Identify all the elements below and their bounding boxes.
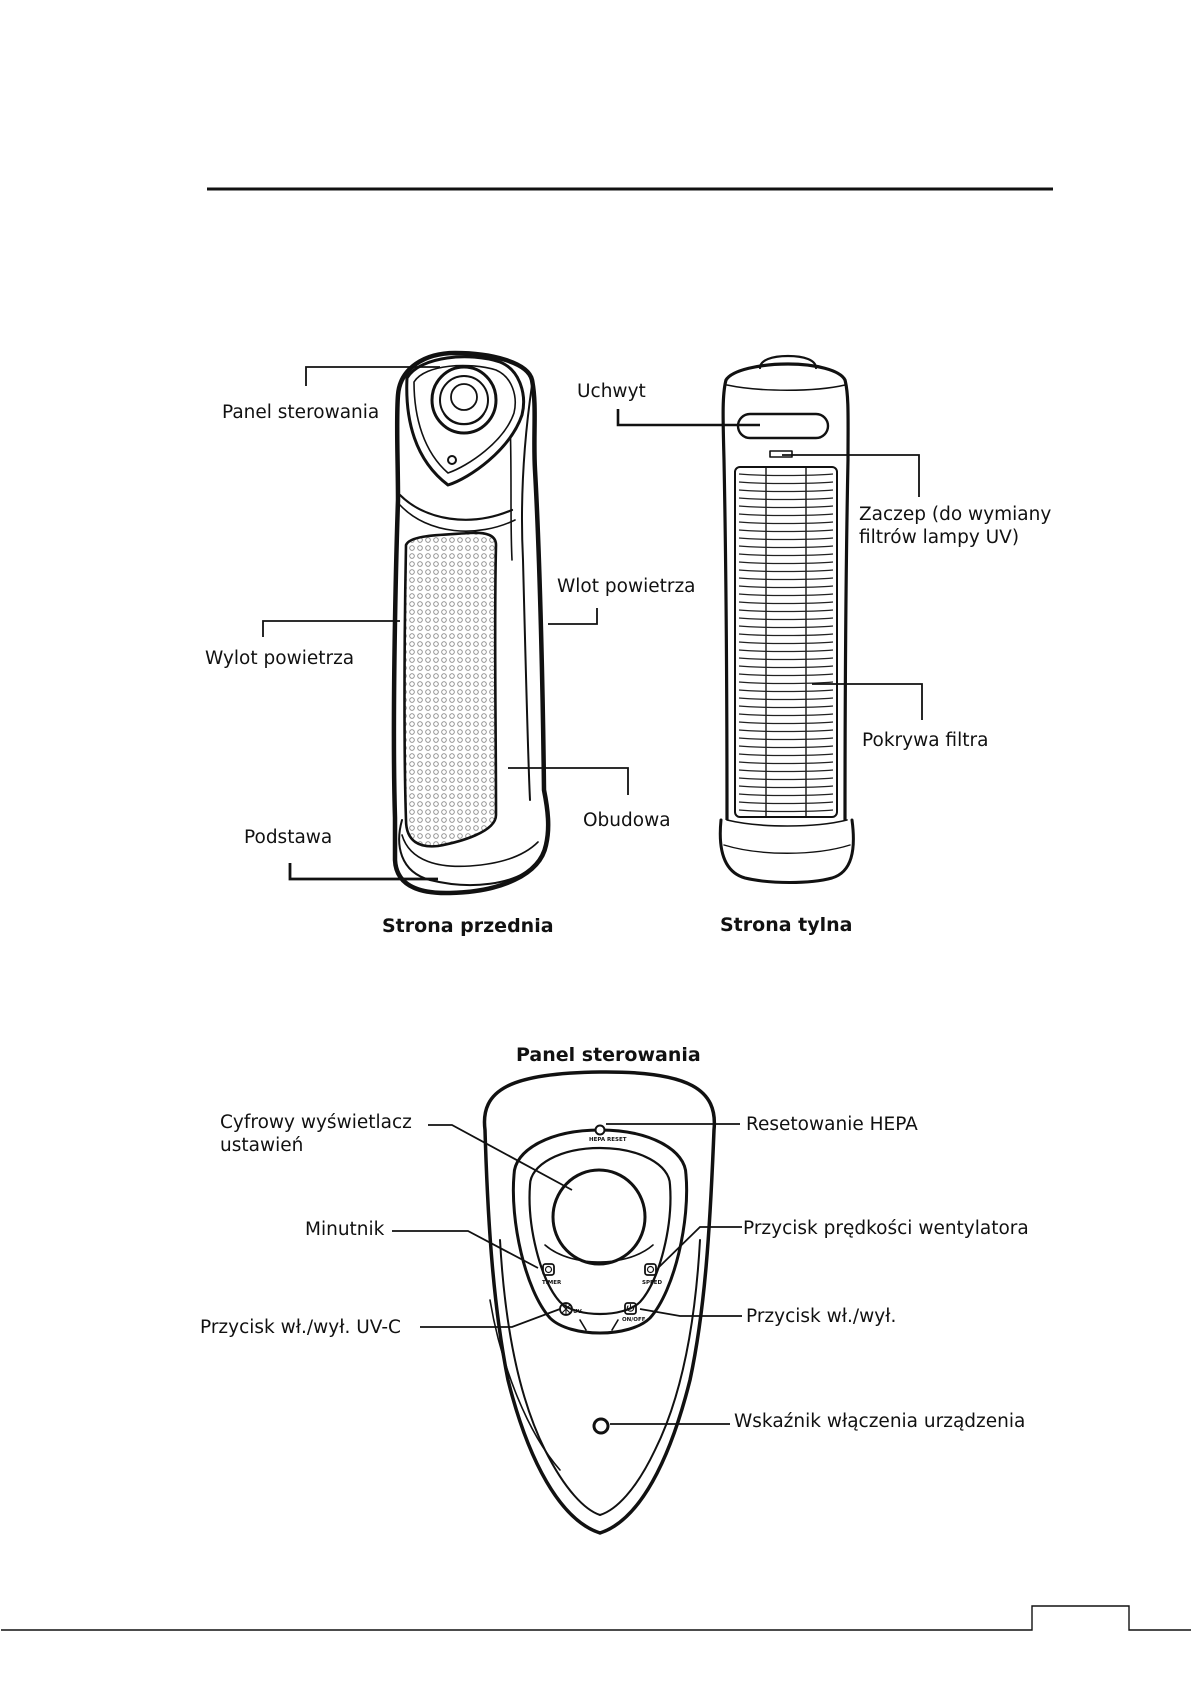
front-leader-lines [262,366,629,881]
label-latch-line1: Zaczep (do wymiany [859,504,1051,525]
back-grille-slats [738,473,834,813]
timer-print: TIMER [542,1280,562,1286]
label-air-inlet: Wlot powietrza [557,576,696,597]
grille-slat [738,593,834,597]
leader-housing [508,767,629,795]
grille-slat [738,737,834,741]
grille-slat [738,601,834,605]
leader-uvc [420,1308,561,1328]
label-control-panel: Panel sterowania [222,402,379,423]
leader-latch [782,454,920,497]
leader-display [428,1124,573,1191]
grille-slat [738,577,834,581]
grille-slat [738,521,834,525]
grille-slat [738,809,834,813]
label-base: Podstawa [244,827,332,848]
leader-timer [392,1230,539,1269]
grille-slat [738,649,834,653]
grille-slat [738,769,834,773]
panel-leader-lines [392,1123,742,1425]
control-panel-illustration [482,1070,717,1535]
grille-slat [738,801,834,805]
grille-slat [738,489,834,493]
grille-slat [738,585,834,589]
grille-slat [738,481,834,485]
leader-air-inlet [548,608,598,625]
front-purifier-illustration [391,350,551,896]
grille-slat [738,537,834,541]
label-timer: Minutnik [305,1219,385,1240]
label-housing: Obudowa [583,810,671,831]
leader-base [288,863,438,881]
leader-filter-cover [812,683,923,720]
back-purifier-illustration [718,354,855,884]
on-off-print: ON/OFF [622,1317,646,1323]
leader-fan-speed [657,1226,742,1269]
grille-slat [738,497,834,501]
grille-slat [738,689,834,693]
grille-slat [738,665,834,669]
grille-slat [738,513,834,517]
grille-slat [738,569,834,573]
leader-control-panel [305,366,440,386]
leader-power-button [639,1308,742,1317]
hepa-reset-print: HEPA RESET [589,1137,627,1143]
label-latch-line2: filtrów lampy UV) [859,527,1019,548]
grille-slat [738,753,834,757]
label-power-indicator: Wskaźnik włączenia urządzenia [734,1411,1025,1432]
label-display-line2: ustawień [220,1135,303,1156]
label-fan-speed: Przycisk prędkości wentylatora [743,1218,1029,1239]
grille-slat [738,761,834,765]
leader-handle [616,409,760,427]
grille-slat [738,553,834,557]
grille-slat [738,609,834,613]
grille-slat [738,673,834,677]
grille-slat [738,473,834,477]
grille-slat [738,681,834,685]
caption-back: Strona tylna [720,914,852,936]
grille-slat [738,545,834,549]
speed-print: SPEED [642,1280,663,1286]
footer-tab [1,1605,1191,1631]
grille-slat [738,657,834,661]
label-air-outlet: Wylot powietrza [205,648,354,669]
grille-slat [738,745,834,749]
label-power-button: Przycisk wł./wył. [746,1306,896,1327]
grille-slat [738,625,834,629]
grille-slat [738,721,834,725]
grille-slat [738,697,834,701]
grille-slat [738,529,834,533]
grille-slat [738,505,834,509]
grille-slat [738,617,834,621]
grille-slat [738,729,834,733]
back-leader-lines [616,409,923,720]
label-display-line1: Cyfrowy wyświetlacz [220,1112,412,1133]
grille-slat [738,705,834,709]
grille-slat [738,713,834,717]
label-filter-cover: Pokrywa filtra [862,730,988,751]
grille-slat [738,793,834,797]
uv-print: UV [573,1309,582,1315]
label-uvc-button: Przycisk wł./wył. UV-C [200,1317,401,1338]
label-hepa-reset: Resetowanie HEPA [746,1114,918,1135]
grille-slat [738,785,834,789]
caption-panel: Panel sterowania [516,1044,701,1066]
label-handle: Uchwyt [577,381,646,402]
grille-slat [738,641,834,645]
caption-front: Strona przednia [382,915,554,937]
leader-air-outlet [262,620,400,637]
grille-slat [738,777,834,781]
grille-slat [738,561,834,565]
grille-slat [738,633,834,637]
